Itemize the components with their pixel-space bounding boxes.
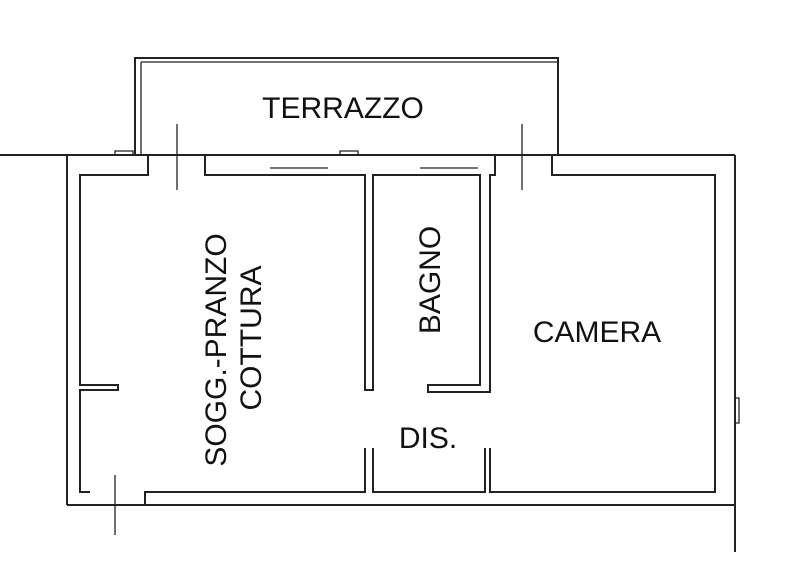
door-marks [114,124,523,535]
inner-walls [79,150,716,505]
label-bathroom: BAGNO [414,226,447,334]
outer-walls [0,154,740,552]
terrace-walls [134,57,559,155]
label-hall: DIS. [399,422,457,455]
label-bedroom: CAMERA [533,316,661,349]
label-terrace: TERRAZZO [262,92,424,125]
label-living: SOGG.-PRANZO [200,233,233,466]
label-kitchen: COTTURA [235,266,268,411]
